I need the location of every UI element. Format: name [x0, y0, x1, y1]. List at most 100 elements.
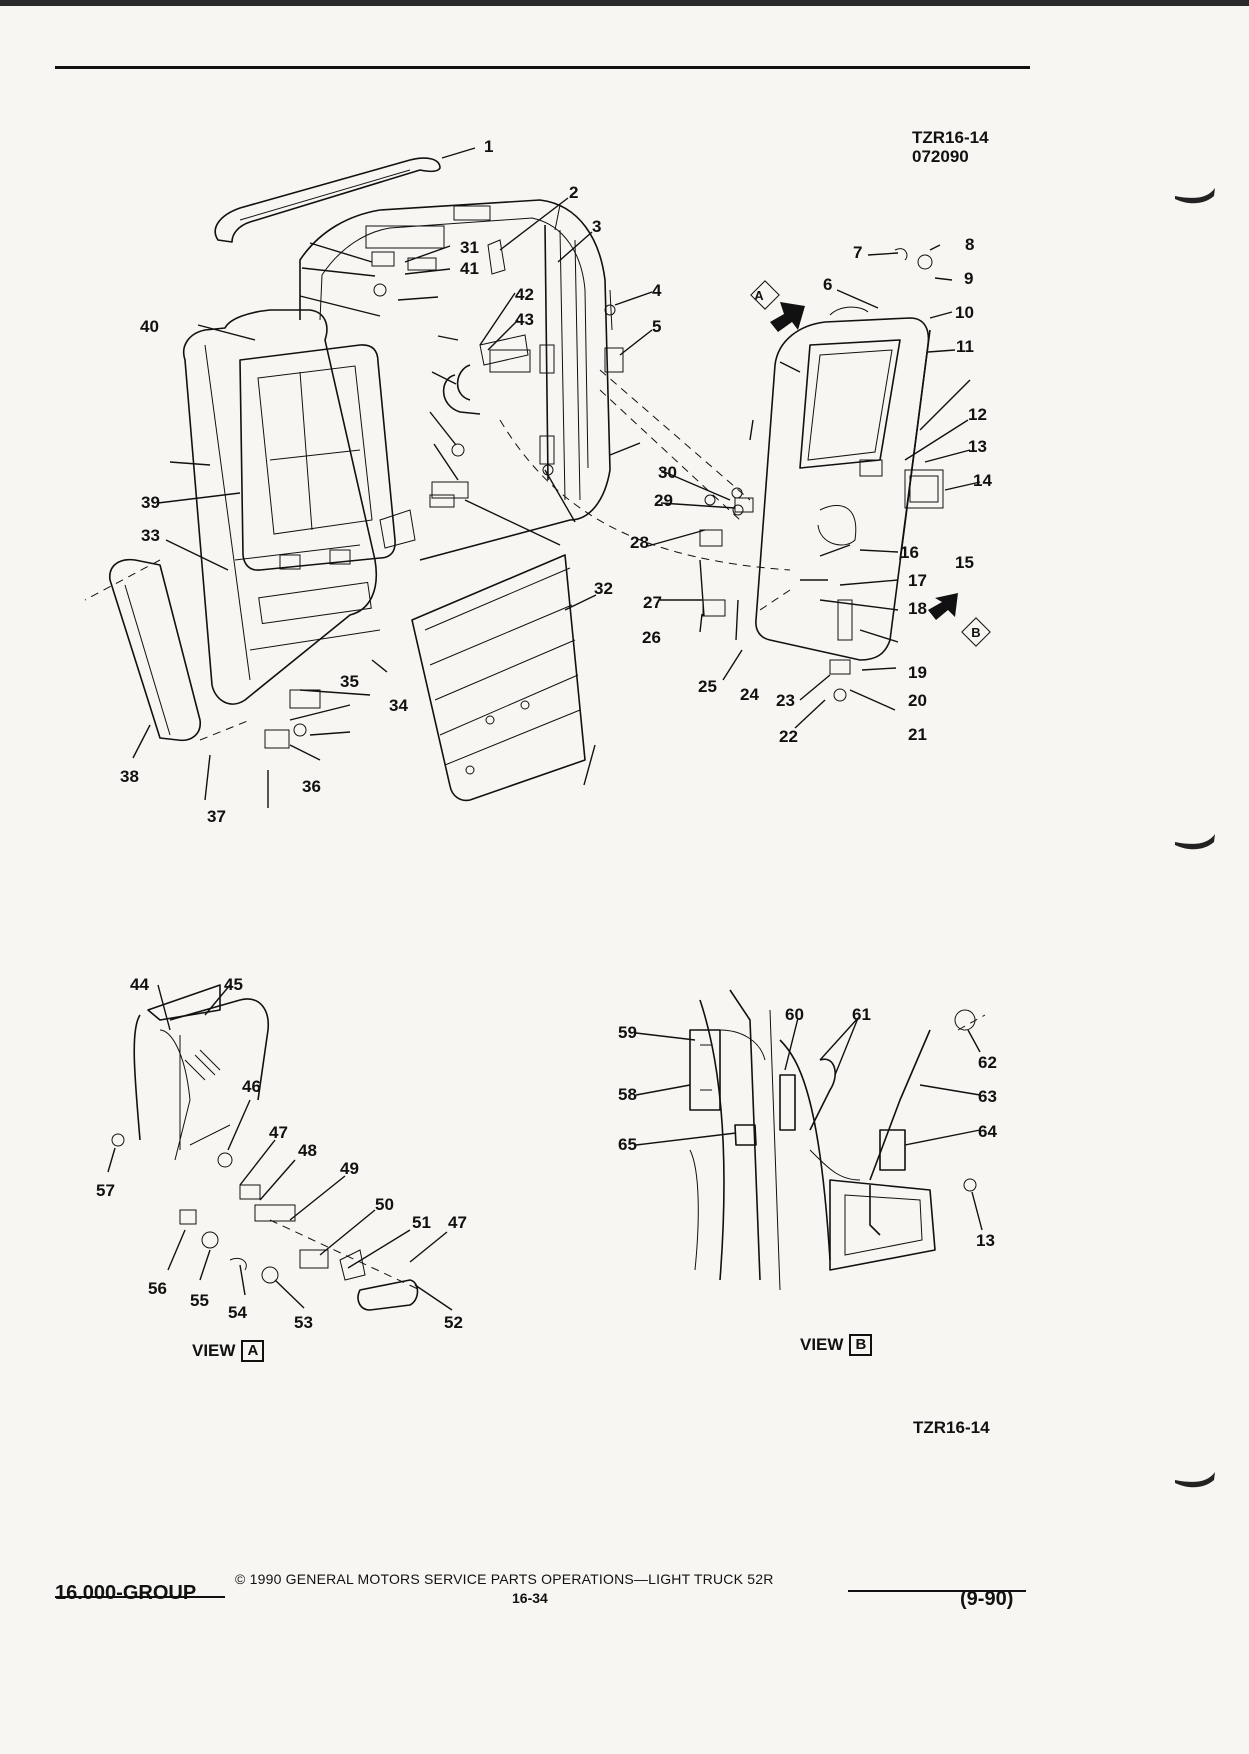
- right-rear-door: [755, 306, 944, 661]
- callout-53: 53: [294, 1313, 313, 1332]
- callout-3: 3: [592, 217, 601, 236]
- scan-top-edge: [0, 0, 1249, 6]
- figure-code-block: TZR16-14 072090: [912, 128, 989, 166]
- callout-12: 12: [968, 405, 987, 424]
- callout-1: 1: [484, 137, 493, 156]
- figure-code: TZR16-14: [912, 128, 989, 147]
- callout-60: 60: [785, 1005, 804, 1024]
- view-b-arrow-icon: B: [928, 593, 991, 647]
- hinge-parts-top: [371, 239, 933, 373]
- callout-8: 8: [965, 235, 974, 254]
- callout-14: 14: [973, 471, 992, 490]
- callout-54: 54: [228, 1303, 247, 1322]
- callout-42: 42: [515, 285, 534, 304]
- callout-39: 39: [141, 493, 160, 512]
- callout-15: 15: [955, 553, 974, 572]
- callout-50: 50: [375, 1195, 394, 1214]
- callout-40: 40: [140, 317, 159, 336]
- callout-64: 64: [978, 1122, 997, 1141]
- callout-61: 61: [852, 1005, 871, 1024]
- callout-6: 6: [823, 275, 832, 294]
- callout-23: 23: [776, 691, 795, 710]
- view-b-letter: B: [849, 1334, 873, 1356]
- callout-36: 36: [302, 777, 321, 796]
- callout-30: 30: [658, 463, 677, 482]
- callout-46: 46: [242, 1077, 261, 1096]
- view-b-arrow-letter: B: [971, 625, 980, 640]
- scan-marks: [1175, 188, 1215, 1488]
- callout-43: 43: [515, 310, 534, 329]
- left-rear-door: [183, 309, 381, 705]
- callout-25: 25: [698, 677, 717, 696]
- callout-22: 22: [779, 727, 798, 746]
- callout-2: 2: [569, 183, 578, 202]
- copyright-line: © 1990 GENERAL MOTORS SERVICE PARTS OPER…: [235, 1571, 774, 1587]
- callout-57: 57: [96, 1181, 115, 1200]
- callout-20: 20: [908, 691, 927, 710]
- figure-code-bottom: TZR16-14: [913, 1418, 990, 1437]
- view-a-arrow-letter: A: [754, 288, 764, 303]
- callout-33: 33: [141, 526, 160, 545]
- callout-5: 5: [652, 317, 661, 336]
- main-callouts: 1 2 3 4 5 6 7 8 9 10 11 12 13 14 15 16 1…: [120, 137, 992, 826]
- door-trim-panel: [379, 509, 586, 802]
- left-end-trim: [109, 558, 201, 742]
- check-strap-left: [442, 349, 531, 415]
- page-number: 16-34: [512, 1590, 548, 1606]
- callout-27: 27: [643, 593, 662, 612]
- callout-21: 21: [908, 725, 927, 744]
- footer-rule-left: [55, 1596, 225, 1598]
- group-label: 16.000-GROUP: [55, 1582, 197, 1604]
- view-a-word: VIEW: [192, 1341, 236, 1360]
- callout-28: 28: [630, 533, 649, 552]
- callout-62: 62: [978, 1053, 997, 1072]
- callout-47: 47: [269, 1123, 288, 1142]
- date-code: 072090: [912, 147, 969, 166]
- hinge-parts-bottom: [264, 304, 853, 749]
- callout-59: 59: [618, 1023, 637, 1042]
- leader-lines: [132, 147, 981, 808]
- view-b-detail: 59 58 65 60 61 62 63 64 13: [618, 989, 997, 1291]
- callout-49: 49: [340, 1159, 359, 1178]
- view-a-detail: 44 45 46 47 48 49 50 51 52 53 54 55 56 5…: [96, 975, 467, 1332]
- left-window-frame: [239, 344, 396, 571]
- callout-41: 41: [460, 259, 479, 278]
- callout-19: 19: [908, 663, 927, 682]
- callout-7: 7: [853, 243, 862, 262]
- callout-37: 37: [207, 807, 226, 826]
- view-b-caption: VIEW B: [800, 1334, 873, 1356]
- callout-16: 16: [900, 543, 919, 562]
- view-b-word: VIEW: [800, 1335, 844, 1354]
- weatherstrip-part: [214, 157, 441, 243]
- callout-51: 51: [412, 1213, 431, 1232]
- view-a-caption: VIEW A: [192, 1340, 265, 1362]
- callout-35: 35: [340, 672, 359, 691]
- body-frame: [299, 199, 611, 561]
- callout-9: 9: [964, 269, 973, 288]
- callout-13-view-b: 13: [976, 1231, 995, 1250]
- callout-58: 58: [618, 1085, 637, 1104]
- callout-56: 56: [148, 1279, 167, 1298]
- header-rule: [55, 66, 1030, 69]
- callout-31: 31: [460, 238, 479, 257]
- revision-date: (9-90): [960, 1588, 1014, 1610]
- callout-24: 24: [740, 685, 759, 704]
- alignment-lines: [84, 369, 791, 741]
- callout-18: 18: [908, 599, 927, 618]
- callout-38: 38: [120, 767, 139, 786]
- callout-52: 52: [444, 1313, 463, 1332]
- callout-63: 63: [978, 1087, 997, 1106]
- view-a-letter: A: [241, 1340, 265, 1362]
- callout-26: 26: [642, 628, 661, 647]
- callout-34: 34: [389, 696, 408, 715]
- callout-47-second: 47: [448, 1213, 467, 1232]
- callout-65: 65: [618, 1135, 637, 1154]
- callout-10: 10: [955, 303, 974, 322]
- view-a-arrow-icon: A: [750, 280, 805, 332]
- callout-13: 13: [968, 437, 987, 456]
- callout-4: 4: [652, 281, 662, 300]
- footer-rule-right: [848, 1590, 1026, 1592]
- callout-44: 44: [130, 975, 149, 994]
- callout-48: 48: [298, 1141, 317, 1160]
